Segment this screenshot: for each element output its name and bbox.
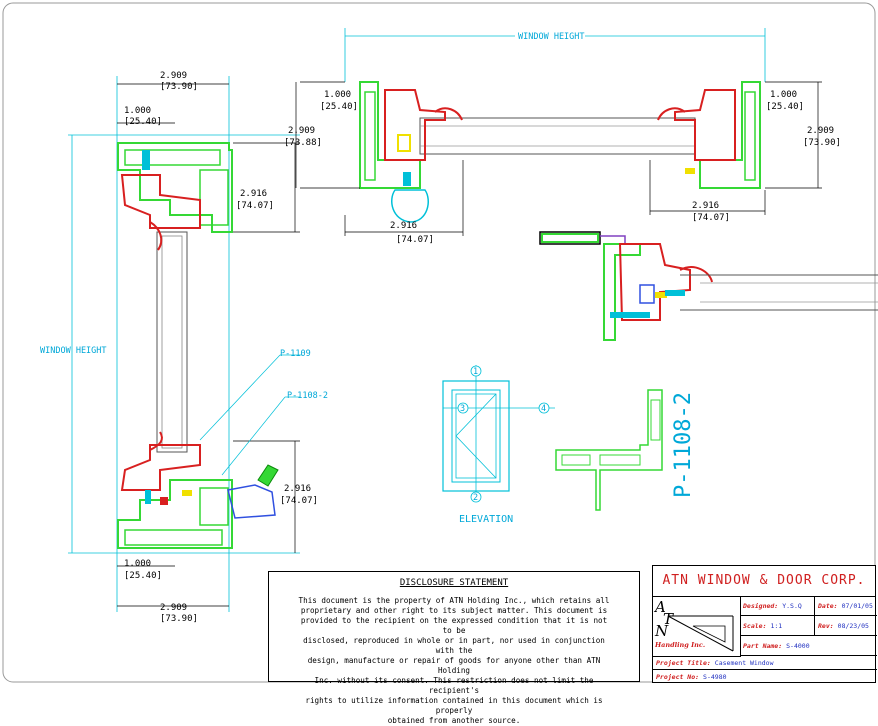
disclosure-line: rights to utilize information contained …	[305, 696, 603, 715]
dim-low-depth-mm: [74.07]	[280, 496, 318, 506]
dim-bottom-offset: 1.000	[124, 559, 151, 569]
disclosure-line: Inc. without its consent. This restricti…	[314, 676, 594, 695]
logo-letter-t: T	[663, 610, 674, 628]
marker-3: 3	[460, 404, 465, 414]
logo-tail: Handling Inc.	[655, 641, 706, 649]
window-height-left-label: WINDOW HEIGHT	[40, 346, 107, 356]
date-cell: Date:07/01/05	[815, 596, 877, 616]
vertical-section	[68, 76, 300, 612]
dim-head-left-height: 2.909	[288, 126, 315, 136]
dim-bottom-offset-mm: [25.40]	[124, 571, 162, 581]
horizontal-dimensions: 1.000 [25.40] 2.909 [73.88] 2.916 [74.07…	[284, 81, 841, 245]
title-block: ATN WINDOW & DOOR CORP. A T N Handling I…	[652, 565, 877, 683]
dim-head-right-depth: 2.916	[692, 201, 719, 211]
marker-1: 1	[473, 367, 478, 377]
dim-head-left-height-mm: [73.88]	[284, 138, 322, 148]
disclosure-line: proprietary and other right to its subje…	[300, 606, 608, 615]
dim-head-left-depth-mm: [74.07]	[396, 235, 434, 245]
dim-head-right-depth-mm: [74.07]	[692, 213, 730, 223]
logo-triangle-icon	[667, 615, 734, 652]
elevation-label: ELEVATION	[459, 514, 513, 525]
elevation-view: 1 2 3 4 ELEVATION	[442, 365, 555, 525]
p1109-label: P-1109	[280, 349, 311, 359]
dim-low-depth: 2.916	[284, 484, 311, 494]
company-name: ATN WINDOW & DOOR CORP.	[653, 566, 875, 597]
disclosure-title: DISCLOSURE STATEMENT	[399, 578, 509, 588]
horizontal-section: WINDOW HEIGHT	[344, 28, 766, 223]
project-title-cell: Project Title:Casement Window	[653, 656, 877, 670]
dim-head-right-offset-mm: [25.40]	[766, 102, 804, 112]
designed-cell: Designed:Y.S.Q	[740, 596, 815, 616]
part-name-cell: Part Name:S-4000	[740, 636, 877, 656]
dim-head-right-height-mm: [73.90]	[803, 138, 841, 148]
p1108-2-label: P-1108-2	[287, 391, 328, 401]
corner-detail	[539, 231, 878, 341]
scale-cell: Scale:1:1	[740, 616, 815, 636]
logo-letter-n: N	[655, 622, 669, 640]
dim-bottom-overall-mm: [73.90]	[160, 614, 198, 624]
dim-mid-depth: 2.916	[240, 189, 267, 199]
p1108-2-profile: P-1108-2	[555, 389, 696, 511]
dim-top-overall-mm: [73.90]	[160, 82, 198, 92]
dim-top-offset: 1.000	[124, 106, 151, 116]
rev-cell: Rev:08/23/05	[815, 616, 877, 636]
marker-4: 4	[541, 404, 546, 414]
window-height-top-label: WINDOW HEIGHT	[518, 32, 585, 42]
dim-head-left-offset-mm: [25.40]	[320, 102, 358, 112]
logo-letter-a: A	[655, 598, 666, 616]
dim-head-right-offset: 1.000	[770, 90, 797, 100]
disclosure-line: obtained from another source.	[387, 716, 521, 725]
disclosure-line: This document is the property of ATN Hol…	[298, 596, 610, 605]
disclosure-line: design, manufacture or repair of goods f…	[307, 656, 601, 675]
left-dimensions: 2.909 [73.90] 1.000 [25.40] 2.916 [74.07…	[40, 71, 328, 624]
sheet-border	[2, 2, 876, 683]
company-logo: A T N Handling Inc.	[653, 596, 741, 657]
dim-mid-depth-mm: [74.07]	[236, 201, 274, 211]
part-number-vertical: P-1108-2	[671, 392, 696, 498]
disclosure-box: DISCLOSURE STATEMENT This document is th…	[268, 571, 640, 725]
dim-head-left-depth: 2.916	[390, 221, 417, 231]
dim-top-offset-mm: [25.40]	[124, 117, 162, 127]
project-no-cell: Project No:S-4980	[656, 673, 727, 681]
dim-head-right-height: 2.909	[807, 126, 834, 136]
disclosure-text: This document is the property of ATN Hol…	[297, 596, 611, 726]
dim-bottom-overall: 2.909	[160, 603, 187, 613]
dim-head-left-offset: 1.000	[324, 90, 351, 100]
disclosure-line: provided to the recipient on the express…	[300, 616, 608, 635]
disclosure-line: disclosed, reproduced in whole or in par…	[303, 636, 605, 655]
cad-drawing: 2.909 [73.90] 1.000 [25.40] 2.916 [74.07…	[2, 2, 878, 683]
dim-top-overall: 2.909	[160, 71, 187, 81]
marker-2: 2	[473, 493, 478, 503]
